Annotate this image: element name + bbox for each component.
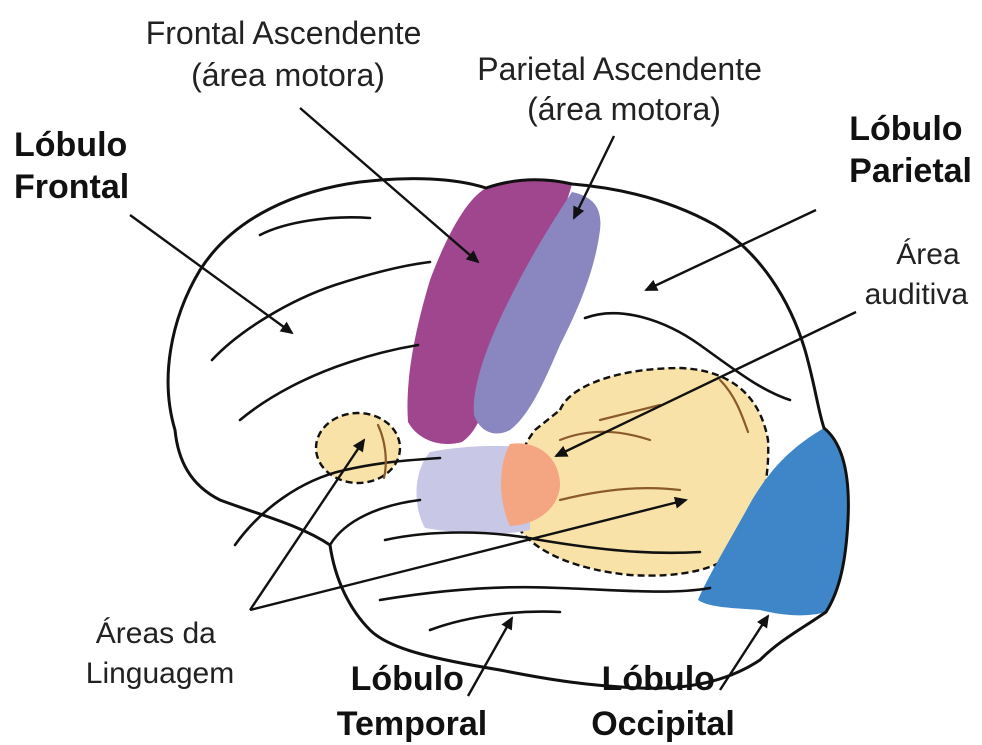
label-area-auditiva: Área auditiva bbox=[865, 238, 969, 311]
temporal-sulcus-3 bbox=[430, 612, 560, 630]
temporal-sulcus-2 bbox=[380, 587, 710, 600]
label-parietal-ascendente: Parietal Ascendente (área motora) bbox=[477, 51, 771, 127]
frontal-sulcus-3 bbox=[260, 217, 370, 235]
frontal-sulcus-2 bbox=[240, 345, 418, 420]
frontal-sulcus-1 bbox=[212, 262, 430, 360]
arrow-lobulo-parietal bbox=[646, 210, 816, 290]
label-lobulo-temporal: Lóbulo Temporal bbox=[337, 660, 488, 743]
label-areas-linguagem: Áreas da Linguagem bbox=[86, 617, 234, 690]
label-frontal-ascendente: Frontal Ascendente (área motora) bbox=[146, 15, 431, 93]
arrow-lobulo-temporal bbox=[468, 618, 512, 696]
arrow-frontal-ascendente bbox=[300, 108, 478, 262]
temporal-lower-contour bbox=[330, 500, 420, 545]
label-lobulo-frontal: Lóbulo Frontal bbox=[14, 126, 137, 206]
label-lobulo-occipital: Lóbulo Occipital bbox=[591, 660, 735, 743]
label-lobulo-parietal: Lóbulo Parietal bbox=[849, 110, 972, 190]
arrow-lobulo-occipital bbox=[720, 616, 768, 690]
